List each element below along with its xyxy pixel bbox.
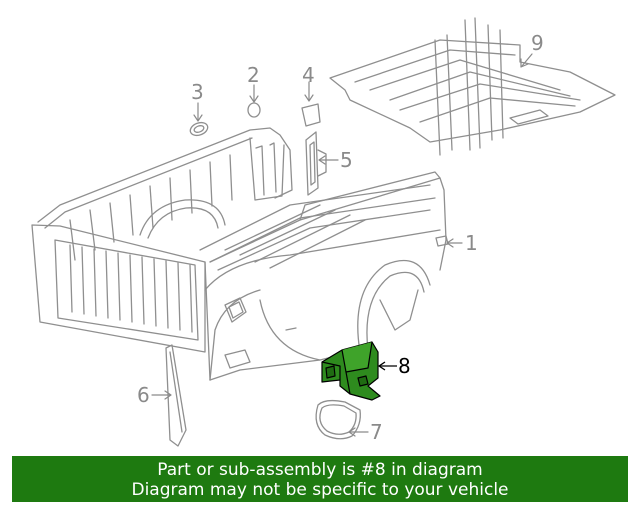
info-banner: Part or sub-assembly is #8 in diagram Di… (12, 456, 628, 502)
callout-9: 9 (531, 31, 544, 55)
bed-floor-panel (329, 17, 616, 156)
grommet-part-3 (189, 121, 209, 137)
plug-part-2 (247, 102, 261, 118)
bracket-part-5 (305, 131, 327, 196)
callout-1: 1 (465, 231, 478, 255)
fuel-door-part-7 (315, 399, 361, 440)
callout-7: 7 (370, 420, 383, 444)
callout-8: 8 (398, 354, 411, 378)
callout-3: 3 (191, 80, 204, 104)
callout-5: 5 (340, 148, 353, 172)
callout-2: 2 (247, 63, 260, 87)
parts-diagram-drawing (31, 17, 616, 447)
pickup-bed-box (31, 127, 449, 381)
corner-post-part-6 (165, 344, 187, 447)
cover-plate-part-4 (301, 103, 321, 127)
callout-4: 4 (302, 63, 315, 87)
callout-6: 6 (137, 383, 150, 407)
banner-line-1: Part or sub-assembly is #8 in diagram (157, 460, 483, 480)
highlighted-part-8 (321, 341, 381, 401)
leader-lines (151, 53, 533, 437)
banner-line-2: Diagram may not be specific to your vehi… (131, 480, 509, 500)
parts-diagram (31, 17, 616, 447)
leader-line-8 (377, 361, 397, 371)
